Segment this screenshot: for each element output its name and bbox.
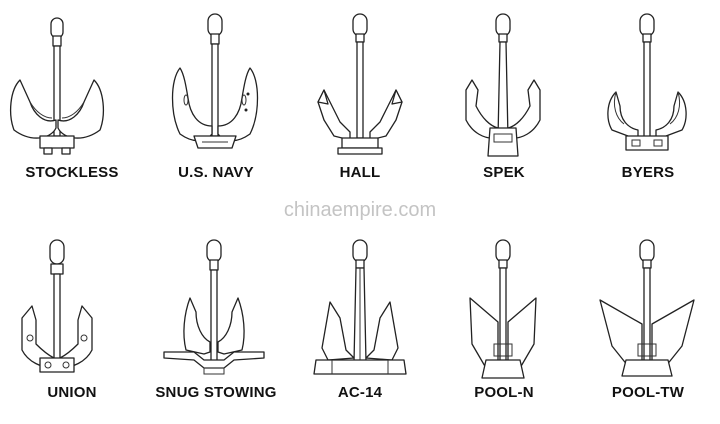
snug-stowing-anchor-icon (163, 239, 265, 375)
anchor-label: STOCKLESS (25, 164, 119, 181)
us-navy-anchor-icon (171, 13, 259, 149)
hall-anchor-icon (317, 13, 403, 155)
anchor-item-union: UNION (0, 234, 144, 401)
anchor-item-pool-tw: POOL-TW (576, 234, 720, 401)
anchor-item-byers: BYERS (576, 10, 720, 181)
pool-tw-anchor-icon (599, 239, 695, 377)
anchor-label: HALL (339, 164, 381, 181)
ac-14-anchor-icon (313, 239, 407, 375)
anchor-item-pool-n: POOL-N (432, 234, 576, 401)
anchor-label: UNION (47, 384, 97, 401)
stockless-anchor-icon (9, 17, 105, 155)
anchor-item-hall: HALL (288, 10, 432, 181)
anchor-item-us-navy: U.S. NAVY (144, 10, 288, 181)
anchor-label: SPEK (483, 164, 525, 181)
anchor-item-ac-14: AC-14 (288, 234, 432, 401)
anchor-label: BYERS (621, 164, 675, 181)
union-anchor-icon (21, 239, 93, 373)
byers-anchor-icon (607, 13, 687, 151)
anchor-item-spek: SPEK (432, 10, 576, 181)
watermark: chinaempire.com (283, 199, 437, 221)
anchor-label: POOL-TW (611, 384, 685, 401)
anchor-label: AC-14 (337, 384, 383, 401)
anchor-item-stockless: STOCKLESS (0, 10, 144, 181)
anchor-label: POOL-N (474, 384, 534, 401)
anchor-item-snug-stowing: SNUG STOWING (144, 234, 288, 401)
anchor-label: U.S. NAVY (178, 164, 254, 181)
anchor-row-top: STOCKLESS U.S. NAVY (0, 10, 720, 181)
spek-anchor-icon (465, 13, 541, 157)
anchor-row-bottom: UNION SNUG STOWING (0, 234, 720, 401)
pool-n-anchor-icon (469, 239, 537, 379)
anchor-label: SNUG STOWING (155, 384, 277, 401)
